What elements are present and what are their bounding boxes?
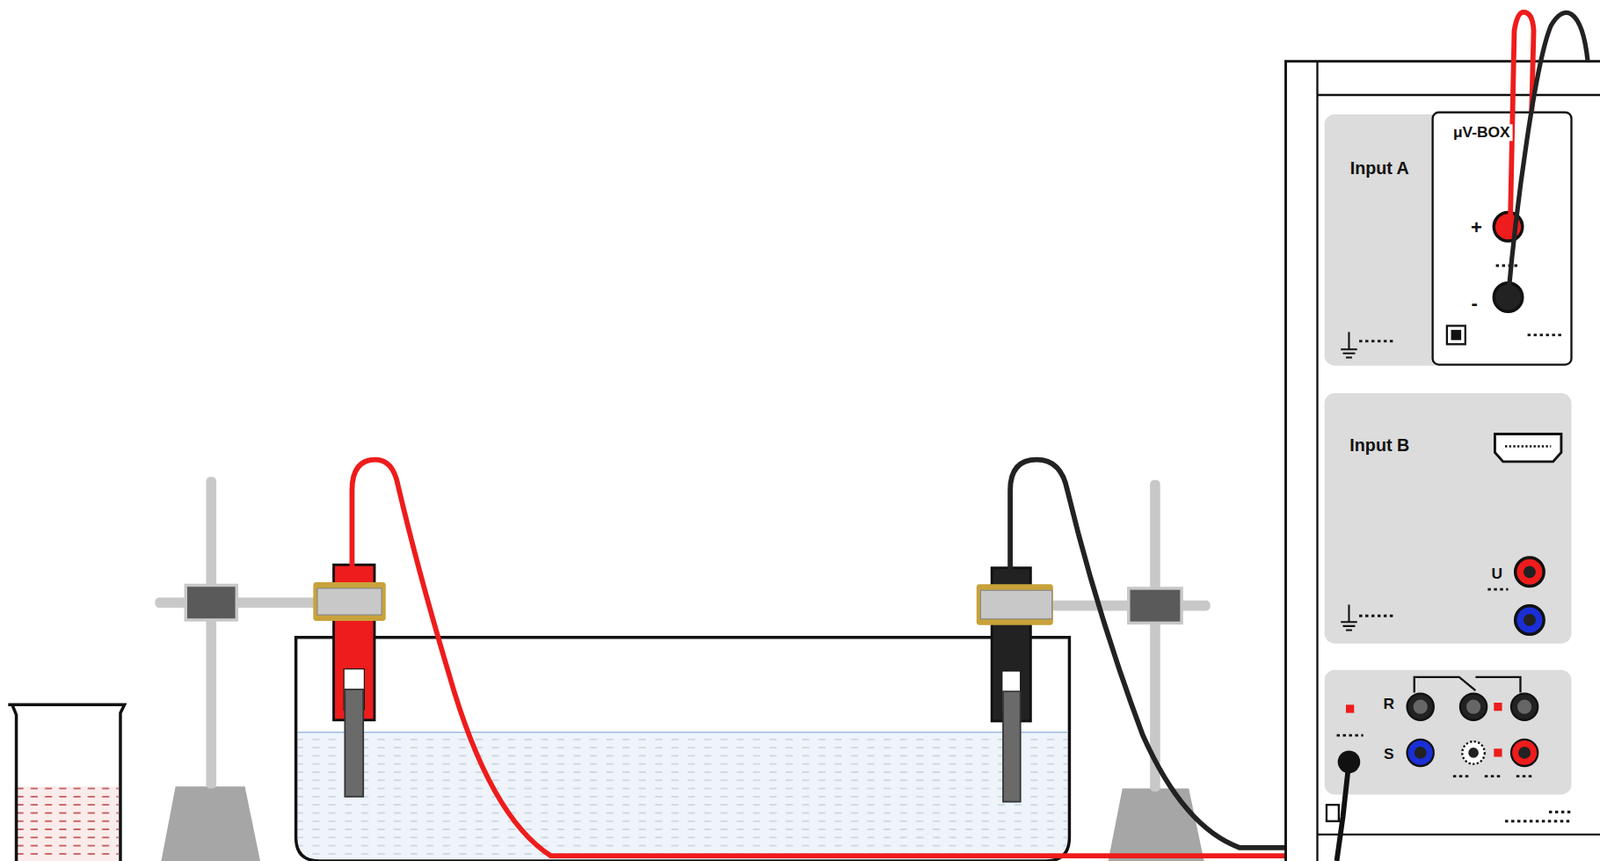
panel-label: Input A xyxy=(1350,160,1410,178)
terminal-label: U xyxy=(1490,566,1503,582)
terminal-label: + xyxy=(1470,218,1483,238)
input-b-panel: Input B U xyxy=(1324,392,1572,644)
panel-label: R xyxy=(1382,697,1395,713)
input-a-details xyxy=(1340,212,1564,358)
right-stand xyxy=(1051,480,1211,861)
red-wire xyxy=(351,459,1288,857)
input-b-details xyxy=(1340,434,1562,635)
black-electrode xyxy=(976,567,1054,802)
input-a-panel: Input A μV-BOX + - xyxy=(1324,114,1572,366)
black-lead xyxy=(1508,12,1589,298)
r-s-panel: RS xyxy=(1324,669,1572,795)
terminal-label: - xyxy=(1471,293,1478,313)
microvolt-box: μV-BOX + - xyxy=(1432,112,1572,365)
terminal-label: S xyxy=(1383,747,1395,763)
beaker xyxy=(7,704,124,861)
interface-housing xyxy=(1286,61,1600,861)
black-wire xyxy=(1010,459,1288,848)
panel-label: μV-BOX xyxy=(1450,123,1513,141)
red-electrode xyxy=(312,564,386,797)
water-tank xyxy=(296,637,1070,861)
panel-label: Input B xyxy=(1349,437,1410,456)
r-s-sockets xyxy=(1337,676,1539,861)
